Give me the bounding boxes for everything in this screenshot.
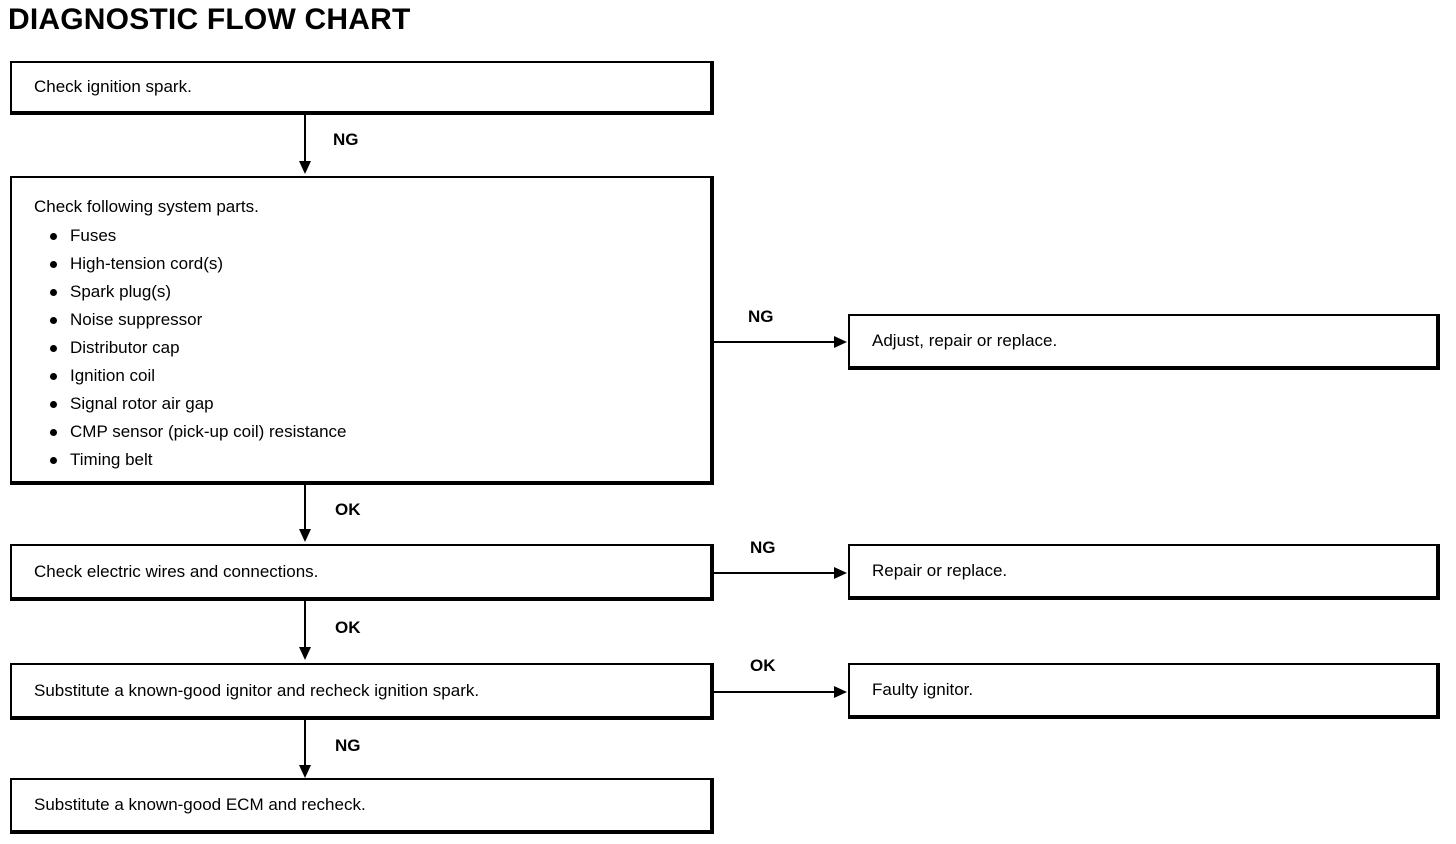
node-check-ignition-spark: Check ignition spark. bbox=[10, 61, 714, 115]
node-repair-or-replace-label: Repair or replace. bbox=[872, 561, 1008, 581]
list-item: Fuses bbox=[48, 222, 347, 250]
edge-label-ng-ignitor-to-ecm: NG bbox=[335, 736, 361, 755]
node-check-electric-wires-label: Check electric wires and connections. bbox=[34, 561, 319, 581]
list-item: CMP sensor (pick-up coil) resistance bbox=[48, 418, 347, 446]
list-item: Signal rotor air gap bbox=[48, 390, 347, 418]
node-substitute-ignitor: Substitute a known-good ignitor and rech… bbox=[10, 663, 714, 720]
arrowhead-spark-to-parts bbox=[299, 161, 311, 174]
bullet-icon bbox=[50, 373, 57, 380]
node-check-ignition-spark-label: Check ignition spark. bbox=[34, 77, 192, 97]
node-repair-or-replace: Repair or replace. bbox=[848, 544, 1440, 600]
bullet-icon bbox=[50, 289, 57, 296]
node-adjust-repair-replace: Adjust, repair or replace. bbox=[848, 314, 1440, 370]
list-item-label: Fuses bbox=[70, 226, 117, 245]
bullet-icon bbox=[50, 457, 57, 464]
list-item-label: Timing belt bbox=[70, 450, 153, 469]
edge-label-ok-parts-to-wires: OK bbox=[335, 500, 361, 519]
list-item-label: CMP sensor (pick-up coil) resistance bbox=[70, 422, 347, 441]
connector-ignitor-to-faulty bbox=[714, 691, 836, 693]
arrowhead-wires-to-repair bbox=[834, 567, 847, 579]
list-item-label: Distributor cap bbox=[70, 338, 180, 357]
list-item: Noise suppressor bbox=[48, 306, 347, 334]
list-item: High-tension cord(s) bbox=[48, 250, 347, 278]
connector-wires-to-repair bbox=[714, 572, 836, 574]
node-check-system-parts: Check following system parts. Fuses High… bbox=[10, 176, 714, 485]
list-item: Ignition coil bbox=[48, 362, 347, 390]
bullet-icon bbox=[50, 317, 57, 324]
bullet-icon bbox=[50, 429, 57, 436]
connector-ignitor-to-ecm bbox=[304, 720, 306, 768]
node-substitute-ignitor-label: Substitute a known-good ignitor and rech… bbox=[34, 680, 480, 700]
bullet-icon bbox=[50, 233, 57, 240]
list-item-label: Noise suppressor bbox=[70, 310, 203, 329]
node-substitute-ecm-label: Substitute a known-good ECM and recheck. bbox=[34, 795, 366, 815]
arrowhead-parts-to-wires bbox=[299, 529, 311, 542]
list-item-label: Ignition coil bbox=[70, 366, 156, 385]
arrowhead-ignitor-to-ecm bbox=[299, 765, 311, 778]
list-item: Distributor cap bbox=[48, 334, 347, 362]
node-substitute-ecm: Substitute a known-good ECM and recheck. bbox=[10, 778, 714, 834]
connector-wires-to-ignitor bbox=[304, 601, 306, 649]
edge-label-ng-parts-to-adjust: NG bbox=[748, 307, 774, 326]
edge-label-ng-spark-to-parts: NG bbox=[333, 130, 359, 149]
list-item-label: Spark plug(s) bbox=[70, 282, 172, 301]
bullet-icon bbox=[50, 401, 57, 408]
arrowhead-ignitor-to-faulty bbox=[834, 686, 847, 698]
node-check-system-parts-heading: Check following system parts. bbox=[34, 197, 259, 216]
list-item-label: High-tension cord(s) bbox=[70, 254, 224, 273]
arrowhead-parts-to-adjust bbox=[834, 336, 847, 348]
bullet-icon bbox=[50, 261, 57, 268]
edge-label-ok-wires-to-ignitor: OK bbox=[335, 618, 361, 637]
list-item-label: Signal rotor air gap bbox=[70, 394, 214, 413]
arrowhead-wires-to-ignitor bbox=[299, 647, 311, 660]
list-item: Timing belt bbox=[48, 446, 347, 474]
node-faulty-ignitor: Faulty ignitor. bbox=[848, 663, 1440, 719]
edge-label-ok-ignitor-to-faulty: OK bbox=[750, 656, 776, 675]
node-faulty-ignitor-label: Faulty ignitor. bbox=[872, 680, 974, 700]
bullet-icon bbox=[50, 345, 57, 352]
edge-label-ng-wires-to-repair: NG bbox=[750, 538, 776, 557]
page-title: DIAGNOSTIC FLOW CHART bbox=[8, 3, 411, 36]
node-check-electric-wires: Check electric wires and connections. bbox=[10, 544, 714, 601]
connector-spark-to-parts bbox=[304, 115, 306, 163]
connector-parts-to-wires bbox=[304, 485, 306, 531]
node-adjust-repair-replace-label: Adjust, repair or replace. bbox=[872, 331, 1058, 351]
system-parts-list: Fuses High-tension cord(s) Spark plug(s)… bbox=[48, 222, 347, 474]
list-item: Spark plug(s) bbox=[48, 278, 347, 306]
connector-parts-to-adjust bbox=[714, 341, 836, 343]
